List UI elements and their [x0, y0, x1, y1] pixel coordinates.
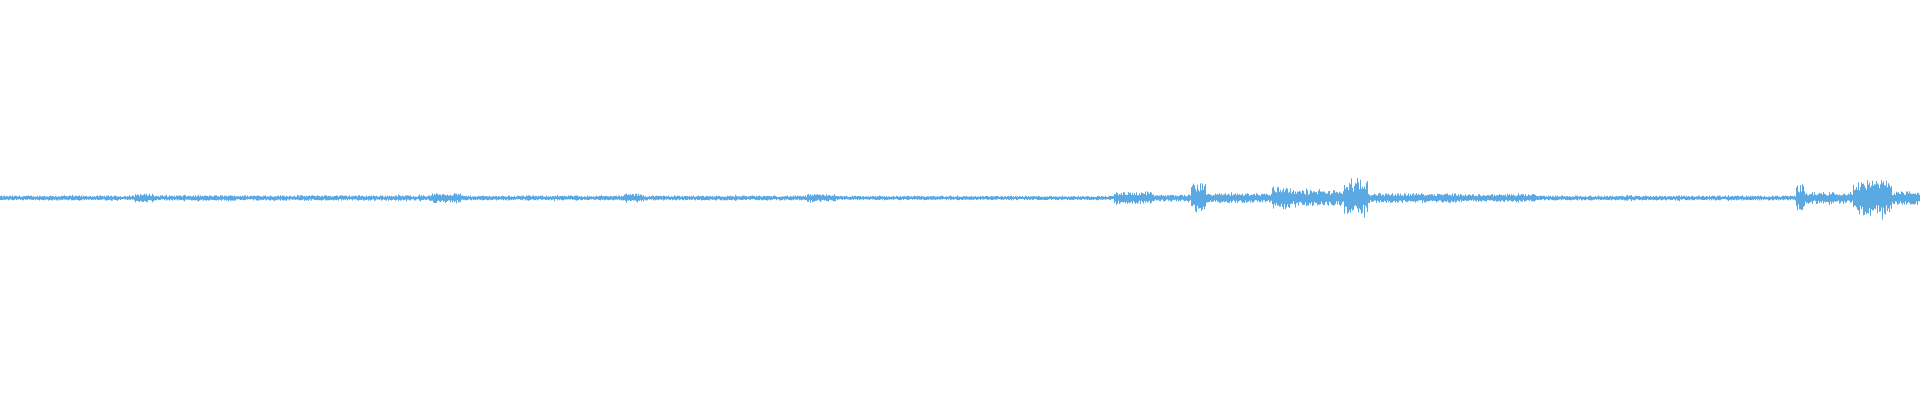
waveform-path — [0, 177, 1920, 220]
